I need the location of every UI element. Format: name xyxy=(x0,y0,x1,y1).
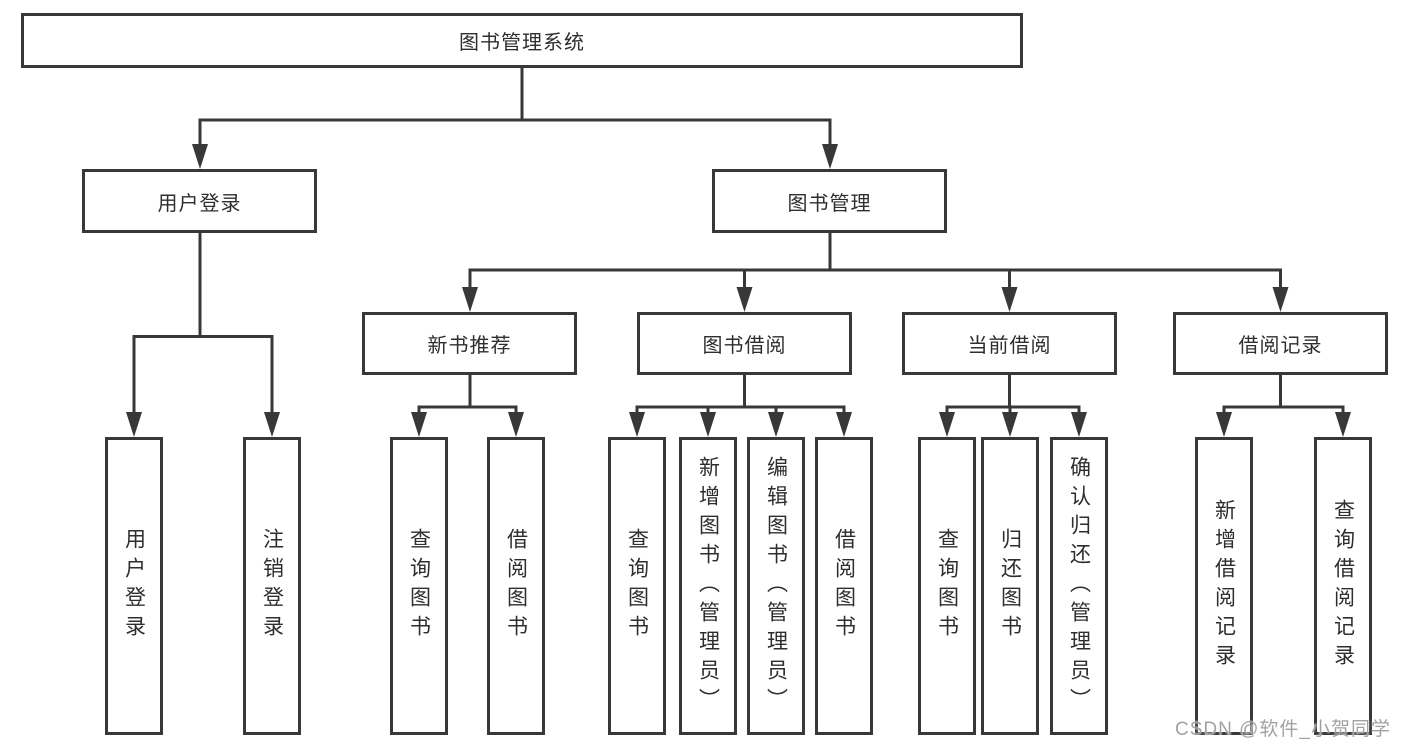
arrowhead-icon xyxy=(264,412,280,437)
arrowhead-icon xyxy=(462,287,478,312)
node-label: 新增图书（管理员） xyxy=(696,455,720,717)
leaf-add-book-admin: 新增图书（管理员） xyxy=(679,437,737,735)
node-label: 图书管理 xyxy=(787,192,872,215)
node-book-management: 图书管理 xyxy=(712,169,947,233)
node-new-book-recommendation: 新书推荐 xyxy=(362,312,577,375)
arrowhead-icon xyxy=(736,287,753,312)
arrowhead-icon xyxy=(836,412,852,437)
connectors-borrowing-records-branch xyxy=(1216,375,1351,437)
arrowhead-icon xyxy=(1002,412,1018,437)
node-label: 用户登录 xyxy=(157,192,242,215)
node-label: 图书借阅 xyxy=(702,335,787,357)
arrowhead-icon xyxy=(700,412,716,437)
connectors-user-login-branch xyxy=(126,233,280,437)
node-label: 查询图书 xyxy=(625,528,649,644)
node-label: 编辑图书（管理员） xyxy=(764,455,788,717)
arrowhead-icon xyxy=(411,412,427,437)
node-current-borrowing: 当前借阅 xyxy=(902,312,1117,375)
node-label: 当前借阅 xyxy=(967,335,1052,357)
leaf-borrow-books: 借阅图书 xyxy=(815,437,873,735)
arrowhead-icon xyxy=(768,412,784,437)
leaf-user-login: 用户登录 xyxy=(105,437,163,735)
node-label: 用户登录 xyxy=(122,528,146,644)
arrowhead-icon xyxy=(1272,287,1289,312)
arrowhead-icon xyxy=(1071,412,1087,437)
node-borrowing-records: 借阅记录 xyxy=(1173,312,1388,375)
arrowhead-icon xyxy=(1216,412,1232,437)
connectors-current-borrowing-branch xyxy=(939,375,1087,437)
arrowhead-icon xyxy=(1001,287,1018,312)
arrowhead-icon xyxy=(822,144,838,169)
node-label: 借阅图书 xyxy=(504,528,528,644)
node-label: 新增借阅记录 xyxy=(1212,499,1236,673)
arrowhead-icon xyxy=(192,144,208,169)
arrowhead-icon xyxy=(508,412,524,437)
node-book-borrowing: 图书借阅 xyxy=(637,312,852,375)
leaf-query-borrow-record: 查询借阅记录 xyxy=(1314,437,1372,735)
node-user-login: 用户登录 xyxy=(82,169,317,233)
node-library-management-system: 图书管理系统 xyxy=(21,13,1023,68)
watermark-text: CSDN @软件_小贺同学 xyxy=(1175,719,1391,740)
arrowhead-icon xyxy=(1335,412,1351,437)
arrowhead-icon xyxy=(939,412,955,437)
leaf-edit-book-admin: 编辑图书（管理员） xyxy=(747,437,805,735)
node-label: 查询图书 xyxy=(935,528,959,644)
leaf-return-books: 归还图书 xyxy=(981,437,1039,735)
node-label: 确认归还（管理员） xyxy=(1067,455,1091,717)
connectors-book-management-to-level3 xyxy=(462,233,1289,312)
node-label: 借阅记录 xyxy=(1238,335,1323,357)
leaf-logout-login: 注销登录 xyxy=(243,437,301,735)
leaf-add-borrow-record: 新增借阅记录 xyxy=(1195,437,1253,735)
node-label: 查询图书 xyxy=(407,528,431,644)
connectors-book-borrowing-branch xyxy=(629,375,852,437)
node-label: 借阅图书 xyxy=(832,528,856,644)
leaf-query-books-borrowing: 查询图书 xyxy=(608,437,666,735)
node-label: 归还图书 xyxy=(998,528,1022,644)
node-label: 图书管理系统 xyxy=(459,32,585,54)
node-label: 新书推荐 xyxy=(427,335,512,357)
node-label: 注销登录 xyxy=(260,528,284,644)
leaf-confirm-return-admin: 确认归还（管理员） xyxy=(1050,437,1108,735)
leaf-query-books-current: 查询图书 xyxy=(918,437,976,735)
arrowhead-icon xyxy=(629,412,645,437)
leaf-borrow-books-recommend: 借阅图书 xyxy=(487,437,545,735)
connectors-root-to-level2 xyxy=(192,67,838,169)
leaf-query-books-recommend: 查询图书 xyxy=(390,437,448,735)
connectors-new-book-branch xyxy=(411,375,524,437)
arrowhead-icon xyxy=(126,412,142,437)
node-label: 查询借阅记录 xyxy=(1331,499,1355,673)
